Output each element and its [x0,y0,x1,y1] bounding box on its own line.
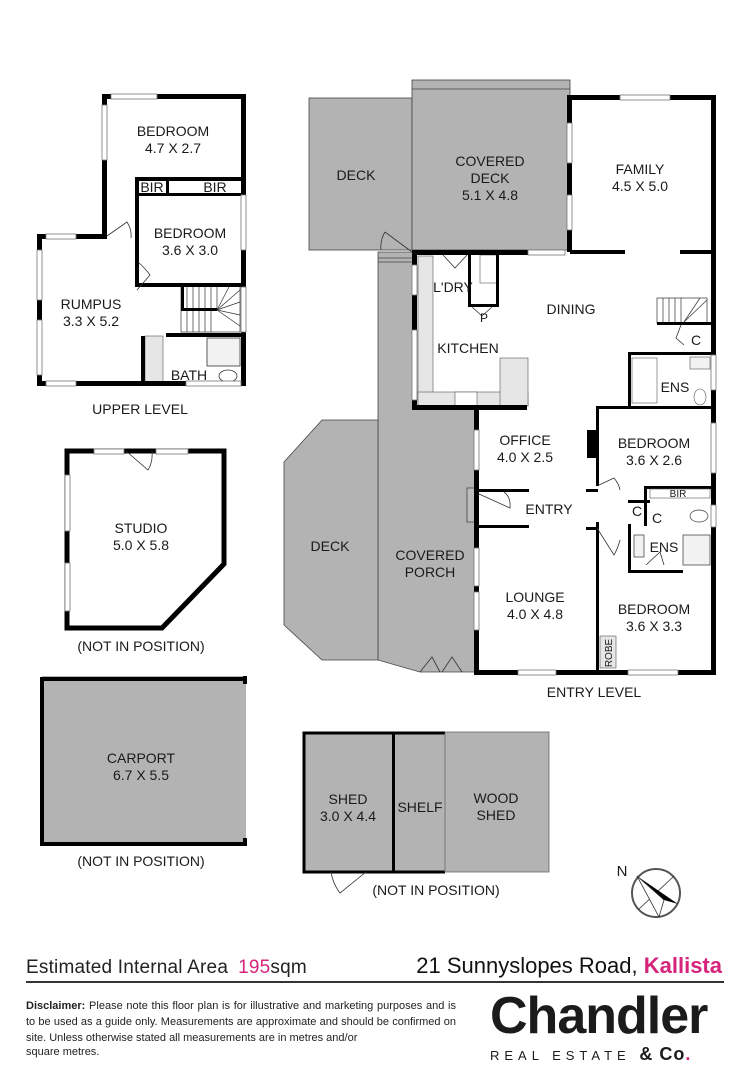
room-label: ENS [650,539,679,555]
room-size: 4.5 X 5.0 [612,178,668,194]
room-label: C [632,503,642,519]
room-label: BEDROOM [154,225,226,241]
brand-co: & Co [639,1044,686,1064]
floor-plan: BEDROOM 4.7 X 2.7 BIR BIR BEDROOM 3.6 X … [36,79,717,919]
room-size: 3.3 X 5.2 [63,313,119,329]
upper-level: BEDROOM 4.7 X 2.7 BIR BIR BEDROOM 3.6 X … [36,93,247,417]
room-label: DECK [471,170,511,186]
room-label: C [652,510,662,526]
area-label: Estimated Internal Area [26,957,229,978]
room-label: DECK [337,167,377,183]
room-label: BIR [140,179,163,195]
room-label: LOUNGE [505,589,564,605]
room-label: SHED [477,807,516,823]
disclaimer-title: Disclaimer: [26,1000,86,1012]
room-label: C [691,332,701,348]
room-label: PORCH [405,564,456,580]
entry-level: DECK COVERED DECK 5.1 X 4.8 FAMILY 4.5 X… [311,94,717,700]
room-size: 3.6 X 3.0 [162,242,218,258]
estimated-area: Estimated Internal Area 195sqm [26,957,307,979]
compass-north-label: N [617,863,628,880]
room-size: 4.0 X 2.5 [497,449,553,465]
level-caption: ENTRY LEVEL [547,684,642,700]
disclaimer: Disclaimer: Please note this floor plan … [26,998,456,1046]
room-label: BATH [171,367,207,383]
room-label: RUMPUS [61,296,122,312]
room-label: SHED [329,791,368,807]
footer-divider [26,981,724,983]
room-label: OFFICE [499,432,550,448]
room-label: COVERED [455,153,524,169]
room-label: DINING [547,301,596,317]
carport: CARPORT 6.7 X 5.5 (NOT IN POSITION) [40,676,247,869]
room-size: 6.7 X 5.5 [113,767,169,783]
room-label: STUDIO [115,520,168,536]
room-label: BIR [203,179,226,195]
room-label: ENTRY [525,501,573,517]
sheds: SHED 3.0 X 4.4 SHELF WOOD SHED (NOT IN P… [302,731,550,898]
brand-name: Chandler [490,987,708,1045]
room-label: BEDROOM [618,435,690,451]
brand-subtitle: REAL ESTATE & Co. [490,1044,726,1065]
room-label: COVERED [395,547,464,563]
room-label: ROBE [604,639,615,668]
studio: STUDIO 5.0 X 5.8 (NOT IN POSITION) [64,448,227,654]
room-label: SHELF [397,799,442,815]
brand-logo: Chandler REAL ESTATE & Co. [490,990,726,1065]
disclaimer-last-line: square metres. [26,1046,100,1058]
room-size: 5.0 X 5.8 [113,537,169,553]
area-unit: sqm [270,957,307,978]
address-street: 21 Sunnyslopes Road, [416,953,638,978]
address-suburb: Kallista [643,953,722,978]
room-size: 4.0 X 4.8 [507,606,563,622]
brand-sub-text: REAL ESTATE [490,1048,631,1063]
not-in-position-caption: (NOT IN POSITION) [372,882,499,898]
not-in-position-caption: (NOT IN POSITION) [77,853,204,869]
brand-dot: . [685,1044,692,1064]
property-address: 21 Sunnyslopes Road, Kallista [416,953,722,979]
room-size: 4.7 X 2.7 [145,140,201,156]
room-label: DECK [311,538,351,554]
not-in-position-caption: (NOT IN POSITION) [77,638,204,654]
room-label: WOOD [473,790,518,806]
room-label: BEDROOM [618,601,690,617]
area-value: 195 [238,957,271,978]
room-label: P [480,311,488,325]
room-size: 3.6 X 2.6 [626,452,682,468]
room-size: 3.6 X 3.3 [626,618,682,634]
room-label: FAMILY [616,161,665,177]
north-arrow-icon: N [617,863,681,919]
level-caption: UPPER LEVEL [92,401,188,417]
room-label: L'DRY [433,279,473,295]
room-size: 5.1 X 4.8 [462,187,518,203]
room-label: KITCHEN [437,340,498,356]
room-label: BIR [670,489,687,500]
room-label: ENS [661,379,690,395]
room-label: CARPORT [107,750,176,766]
outdoor-areas [283,79,571,673]
disclaimer-text: Please note this floor plan is for illus… [26,1000,456,1044]
room-size: 3.0 X 4.4 [320,808,376,824]
room-label: BEDROOM [137,123,209,139]
